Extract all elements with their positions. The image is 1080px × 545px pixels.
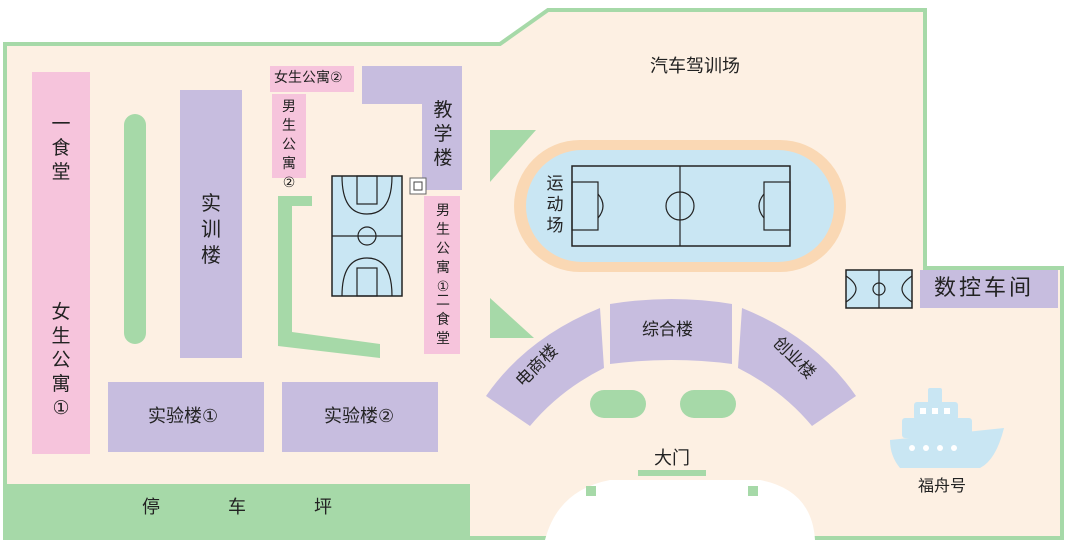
comprehensive-building-label: 综合楼 (642, 320, 693, 340)
gate-post (748, 486, 758, 496)
girls-dorm-2-building (270, 66, 354, 92)
girls-dorm-2-label: 女生公寓② (274, 70, 343, 86)
green-l-shape (278, 196, 380, 358)
teaching-building-label: 教学楼 (433, 99, 453, 169)
green-triangle-top (490, 130, 536, 182)
driving-range-label: 汽车驾训场 (650, 56, 740, 77)
comprehensive-building (610, 299, 732, 364)
basketball-court-icon (331, 175, 403, 297)
gate-plaza (545, 480, 815, 540)
lab-building-1-label: 实验楼① (148, 406, 219, 427)
canteen-1-label: 一食堂 (51, 113, 71, 183)
basketball-court-icon (845, 269, 913, 309)
parking-label-2: 车 (228, 497, 246, 518)
canteen-1-building (32, 72, 90, 454)
lab-building-2 (282, 382, 438, 452)
cnc-workshop-label: 数控车间 (934, 276, 1035, 301)
training-building-label: 实训楼 (201, 191, 221, 267)
green-oval (590, 390, 646, 418)
green-oval (680, 390, 736, 418)
gate-bar (638, 470, 706, 476)
sports-field-label: 运动场 (546, 174, 564, 236)
green-triangle-bottom (490, 298, 534, 338)
entrepreneurship-building (738, 308, 856, 426)
parking-label-3: 坪 (314, 497, 332, 518)
lab-building-2-label: 实验楼② (324, 406, 395, 427)
ship-windows (909, 408, 957, 451)
ecommerce-building (486, 308, 604, 426)
main-gate-label: 大门 (654, 448, 690, 469)
gate-post (586, 486, 596, 496)
parking-lot (6, 484, 470, 536)
canteen-2-label: 二食堂 (436, 293, 450, 347)
ship-name-label: 福舟号 (918, 476, 967, 495)
lab-building-1 (108, 382, 264, 452)
boys-dorm-2-building (272, 94, 306, 178)
cnc-workshop-building (920, 270, 1058, 308)
green-strip (124, 114, 146, 344)
teaching-building (362, 66, 462, 190)
training-building (180, 90, 242, 358)
toilet-icon (409, 177, 427, 195)
parking-label-1: 停 (142, 497, 160, 518)
football-field-icon (514, 140, 846, 272)
boys-dorm-1-building (424, 196, 460, 354)
